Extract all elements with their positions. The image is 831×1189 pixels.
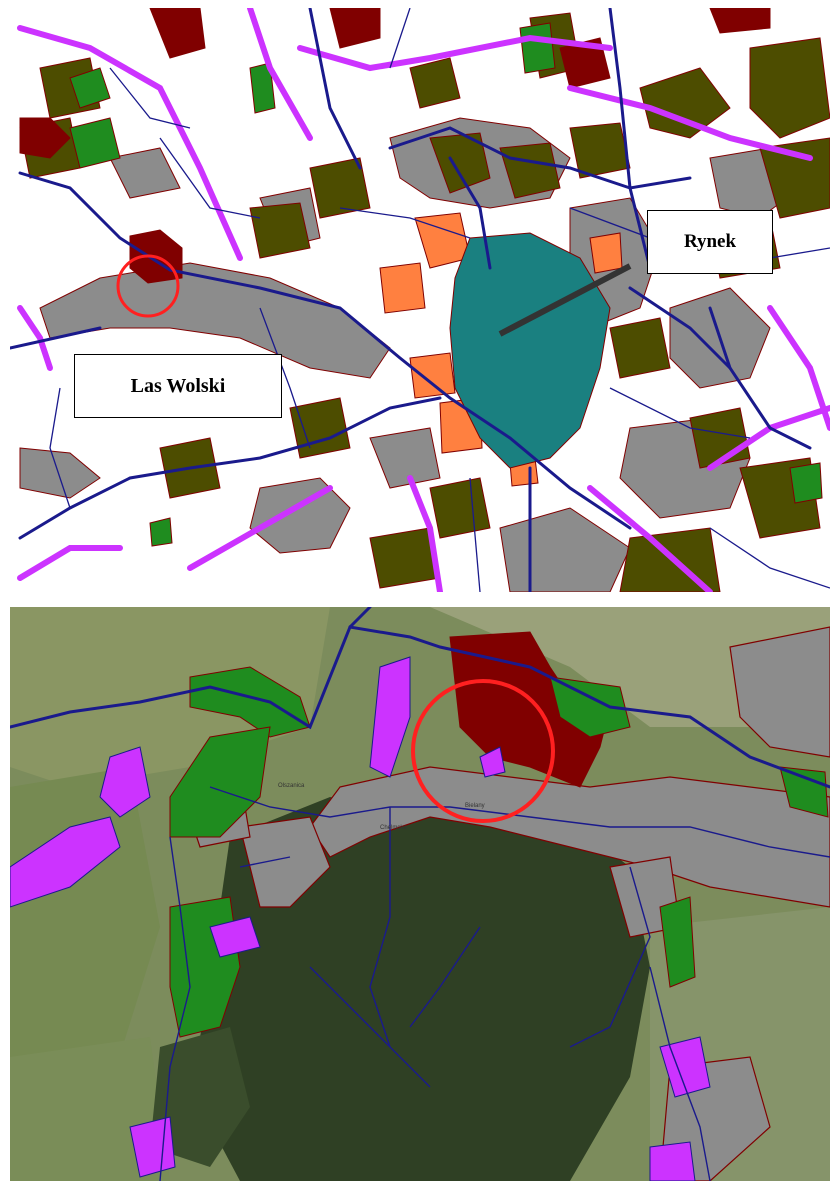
- label-las-wolski: Las Wolski: [74, 354, 282, 418]
- highlight-circle-top: [116, 254, 180, 318]
- roads-bottom-thin: [159, 786, 830, 1181]
- aerial-forest: [190, 797, 650, 1181]
- teal-old-town: [449, 232, 611, 469]
- top-vector-map: Rynek Las Wolski: [10, 8, 830, 592]
- dark-red-zones: [19, 8, 771, 284]
- label-rynek: Rynek: [647, 210, 773, 274]
- dark-olive-zones: [19, 12, 830, 592]
- dark-red-zone-bottom: [449, 631, 611, 788]
- bottom-aerial-map: Olszanica Chelmska Bielany: [10, 607, 830, 1181]
- highlight-circle-bottom: [411, 679, 555, 823]
- place-label-2: Bielany: [465, 803, 485, 809]
- top-map-canvas: [10, 8, 830, 592]
- rynek-pointer-line: [498, 263, 632, 337]
- aerial-forest-edge: [150, 1027, 250, 1167]
- purple-zones-bottom: [10, 656, 711, 1181]
- bottom-map-canvas: Olszanica Chelmska Bielany: [10, 607, 830, 1181]
- place-label-1: Chelmska: [380, 825, 407, 831]
- road-network-blue: [10, 8, 812, 592]
- roads-bottom: [10, 607, 830, 789]
- place-label-0: Olszanica: [278, 783, 305, 789]
